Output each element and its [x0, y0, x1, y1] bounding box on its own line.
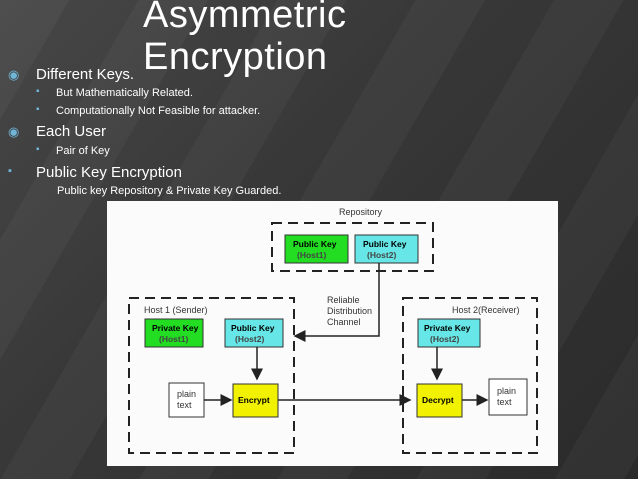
- bullet-circle-icon: ◉: [8, 124, 20, 139]
- repo-pk2-line1: Public Key: [363, 239, 407, 249]
- plain1-line1: plain: [177, 389, 196, 399]
- channel-line3: Channel: [327, 317, 361, 327]
- host1-box: [128, 297, 295, 454]
- repository-label: Repository: [339, 207, 383, 217]
- channel-line2: Distribution: [327, 306, 372, 316]
- repository-note: Public key Repository & Private Key Guar…: [57, 185, 282, 197]
- host2-label: Host 2(Receiver): [452, 305, 520, 315]
- bullet-square-icon: ▪: [36, 104, 40, 115]
- h1-pub-line2: (Host2): [235, 334, 264, 344]
- encrypt-box: [232, 383, 279, 418]
- host1-public-key: [224, 318, 284, 348]
- plain2-line2: text: [497, 397, 512, 407]
- h2-priv-line1: Private Key: [424, 323, 471, 333]
- key-distribution-diagram: Repository Public Key (Host1) Public Key…: [107, 201, 558, 466]
- decrypt-label: Decrypt: [422, 395, 454, 405]
- host2-box: [402, 297, 538, 454]
- repo-public-key-host1: [284, 234, 349, 264]
- h2-priv-line2: (Host2): [430, 334, 459, 344]
- plaintext-sender: [168, 382, 205, 418]
- repo-pk1-line1: Public Key: [293, 239, 337, 249]
- bullet-public-key-encryption: ▪ Public Key Encryption: [8, 164, 182, 181]
- title-line-2: Encryption: [143, 36, 328, 78]
- distribution-channel-arrow: [293, 263, 380, 342]
- encrypt-label: Encrypt: [238, 395, 270, 405]
- host1-label: Host 1 (Sender): [144, 305, 208, 315]
- host1-private-key: [144, 318, 204, 348]
- repo-public-key-host2: [354, 234, 419, 264]
- bullet-square-icon: ▪: [36, 86, 40, 97]
- title-line-1: Asymmetric: [143, 0, 347, 36]
- plaintext-receiver: [488, 378, 528, 416]
- diagram-svg: Repository Public Key (Host1) Public Key…: [128, 207, 538, 454]
- bullet-square-icon: ▪: [36, 144, 40, 155]
- bullet-not-feasible: ▪ Computationally Not Feasible for attac…: [36, 104, 261, 117]
- bullet-each-user: ◉ Each User: [8, 123, 107, 140]
- slide-title: Asymmetric Encryption: [143, 0, 346, 78]
- channel-line1: Reliable: [327, 295, 360, 305]
- h1-pub-line1: Public Key: [231, 323, 275, 333]
- bullet-circle-icon: ◉: [8, 67, 20, 82]
- plain1-line2: text: [177, 400, 192, 410]
- bullet-math-related: ▪ But Mathematically Related.: [36, 86, 193, 99]
- bullet-pair-of-key: ▪ Pair of Key: [36, 144, 110, 157]
- h1-priv-line2: (Host1): [159, 334, 188, 344]
- repo-pk1-line2: (Host1): [297, 250, 326, 260]
- h1-priv-line1: Private Key: [152, 323, 199, 333]
- repository-box: [271, 222, 434, 272]
- repo-pk2-line2: (Host2): [367, 250, 396, 260]
- host2-private-key: [417, 318, 481, 348]
- bullet-square-icon: ▪: [8, 165, 12, 177]
- plain2-line1: plain: [497, 386, 516, 396]
- bullet-different-keys: ◉ Different Keys.: [8, 66, 135, 83]
